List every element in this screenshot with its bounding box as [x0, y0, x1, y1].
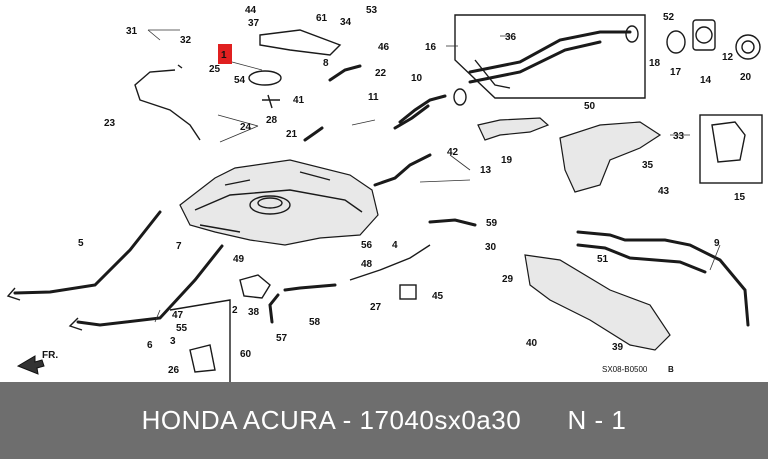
fuel-tank [179, 159, 379, 246]
callout-10: 10 [411, 73, 423, 84]
callout-56: 56 [361, 240, 373, 251]
filler-hose [393, 88, 467, 130]
callout-23: 23 [104, 118, 116, 129]
callout-51: 51 [597, 254, 609, 265]
callout-44: 44 [245, 5, 257, 16]
callout-45: 45 [432, 291, 444, 302]
callout-46: 46 [378, 42, 390, 53]
callout-28: 28 [266, 115, 278, 126]
leader-lines [147, 29, 721, 323]
diagram-code-suffix: B [668, 365, 674, 374]
front-arrow-icon: FR. [16, 350, 58, 375]
callout-2: 2 [232, 305, 238, 316]
filler-panel-box [699, 114, 763, 184]
caption-part-number: 17040sx0a30 [359, 405, 522, 435]
callout-12: 12 [722, 52, 734, 63]
callout-15: 15 [734, 192, 746, 203]
callout-48: 48 [361, 259, 373, 270]
callout-16: 16 [425, 42, 437, 53]
callout-24: 24 [240, 122, 252, 133]
callout-57: 57 [276, 333, 288, 344]
callout-55: 55 [176, 323, 188, 334]
callout-9: 9 [714, 238, 720, 249]
caption-bar: HONDA ACURA - 17040sx0a30 N - 1 [0, 382, 768, 459]
callout-43: 43 [658, 186, 670, 197]
callout-37: 37 [248, 18, 260, 29]
callout-20: 20 [740, 72, 752, 83]
fuel-pump-assembly [248, 29, 362, 109]
breather-pipe [134, 64, 201, 141]
caption-text: HONDA ACURA - 17040sx0a30 N - 1 [0, 382, 768, 459]
callout-39: 39 [612, 342, 624, 353]
callout-4: 4 [392, 240, 398, 251]
callout-58: 58 [309, 317, 321, 328]
callout-53: 53 [366, 5, 378, 16]
callout-52: 52 [663, 12, 675, 23]
direction-label: FR. [42, 350, 58, 361]
subframe [524, 230, 750, 351]
callout-6: 6 [147, 340, 153, 351]
callout-27: 27 [370, 302, 382, 313]
caption-brand: HONDA ACURA [141, 405, 335, 435]
callout-49: 49 [233, 254, 245, 265]
callout-31: 31 [126, 26, 138, 37]
callout-35: 35 [642, 160, 654, 171]
callout-54: 54 [234, 75, 246, 86]
fuel-line [349, 244, 431, 281]
callout-59: 59 [486, 218, 498, 229]
callout-40: 40 [526, 338, 538, 349]
callout-21: 21 [286, 129, 298, 140]
callout-7: 7 [176, 241, 182, 252]
callout-18: 18 [649, 58, 661, 69]
callout-26: 26 [168, 365, 180, 376]
parts-diagram: FR. 123456789101112131415161718192021222… [6, 5, 763, 382]
callout-32: 32 [180, 35, 192, 46]
caption-gap [521, 405, 567, 435]
callout-25: 25 [209, 64, 221, 75]
highlight-box [218, 44, 232, 64]
callout-19: 19 [501, 155, 513, 166]
vent-hoses [268, 126, 477, 324]
filler-cap [666, 19, 761, 60]
caption-page: N - 1 [567, 405, 627, 435]
callout-30: 30 [485, 242, 497, 253]
heat-shield [477, 117, 662, 193]
callout-60: 60 [240, 349, 252, 360]
callout-11: 11 [368, 92, 379, 103]
filler-neck [454, 14, 646, 99]
callout-8: 8 [323, 58, 329, 69]
caption-separator: - [334, 405, 360, 435]
pump-parts [239, 274, 417, 300]
callout-5: 5 [78, 238, 84, 249]
callout-3: 3 [170, 336, 176, 347]
tank-strap-5 [6, 210, 162, 301]
callout-34: 34 [340, 17, 352, 28]
callout-13: 13 [480, 165, 492, 176]
callout-36: 36 [505, 32, 517, 43]
callout-33: 33 [673, 131, 685, 142]
callout-17: 17 [670, 67, 682, 78]
callout-1: 1 [221, 50, 227, 61]
callout-61: 61 [316, 13, 328, 24]
callout-42: 42 [447, 147, 459, 158]
tank-strap-6 [68, 244, 224, 331]
callout-22: 22 [375, 68, 387, 79]
callout-14: 14 [700, 75, 712, 86]
callout-50: 50 [584, 101, 596, 112]
callout-47: 47 [172, 310, 184, 321]
callout-38: 38 [248, 307, 260, 318]
callout-29: 29 [502, 274, 514, 285]
diagram-code: SX08-B0500 [602, 365, 648, 374]
callout-41: 41 [293, 95, 305, 106]
clamp-group [169, 299, 231, 382]
